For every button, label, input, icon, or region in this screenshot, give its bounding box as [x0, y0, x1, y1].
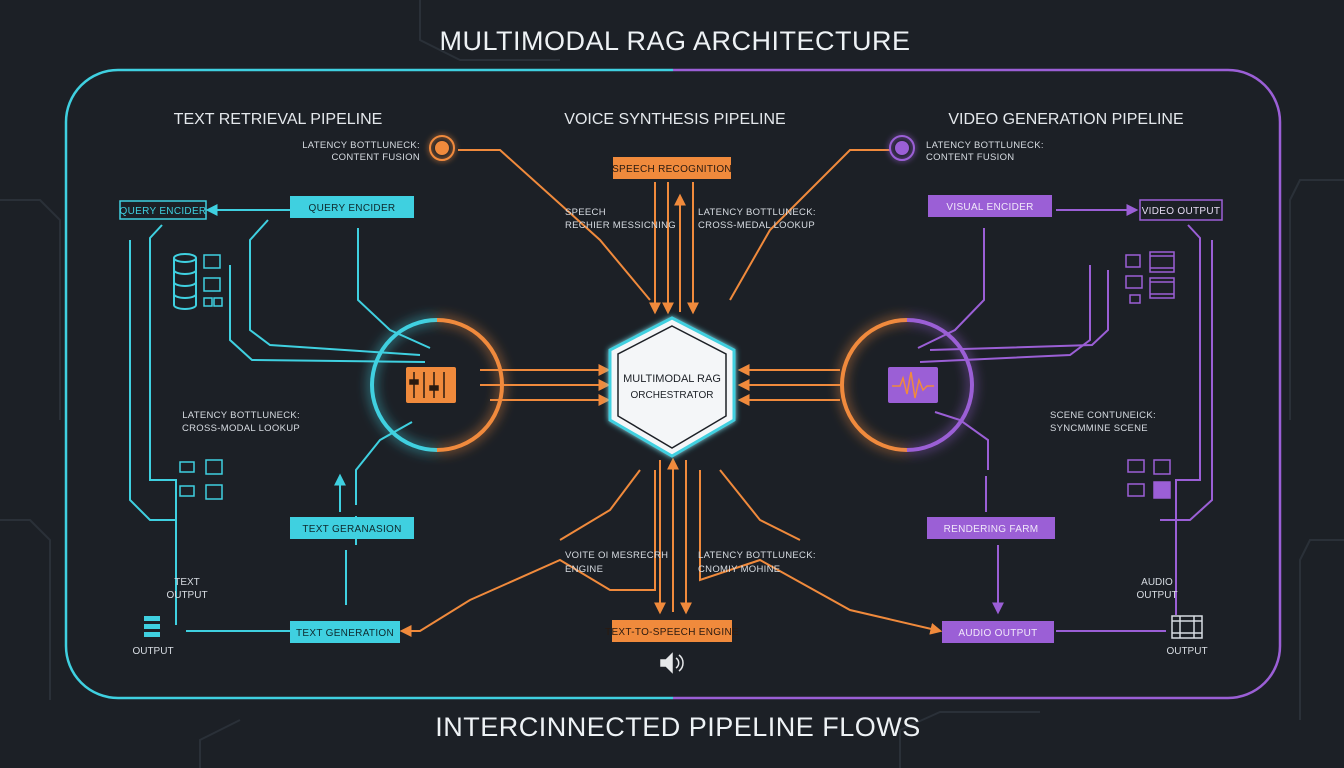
note-tl-1: LATENCY BOTTLUNECK:	[302, 140, 420, 151]
note-tm-1: LATENCY BOTTLUNECK:	[182, 410, 300, 421]
tts-engine-label: TEXT-TO-SPEECH ENGINE	[605, 627, 739, 638]
video-output-label: VIDEO OUTPUT	[1142, 206, 1221, 217]
speech-recognition-box[interactable]: SPEECH RECOGNITION	[612, 157, 732, 179]
orchestrator-label-2: ORCHESTRATOR	[631, 390, 714, 401]
diagram-footer: INTERCINNECTED PIPELINE FLOWS	[435, 712, 921, 742]
content-fusion-node-left	[429, 135, 455, 161]
text-generation-box-2[interactable]: TEXT GENERATION	[290, 621, 400, 643]
note-tm-2: CROSS-MODAL LOOKUP	[182, 423, 300, 434]
visual-encoder-box[interactable]: VISUAL ENCIDER	[928, 195, 1052, 217]
query-encoder-label: QUERY ENCIDER	[309, 203, 396, 214]
output-left-label: OUTPUT	[132, 646, 173, 657]
diagram-title: MULTIMODAL RAG ARCHITECTURE	[439, 26, 910, 56]
note-speech-1: SPEECH	[565, 207, 606, 218]
text-output-label-2: OUTPUT	[166, 590, 207, 601]
orchestrator-node[interactable]: MULTIMODAL RAG ORCHESTRATOR	[608, 316, 736, 458]
outer-frame	[64, 68, 1282, 700]
tts-engine-box[interactable]: TEXT-TO-SPEECH ENGINE	[605, 620, 739, 642]
video-hub	[840, 318, 974, 452]
output-right-label: OUTPUT	[1166, 646, 1207, 657]
video-pipeline-title: VIDEO GENERATION PIPELINE	[948, 111, 1183, 128]
database-icon	[173, 253, 197, 310]
orchestrator-label-1: MULTIMODAL RAG	[623, 373, 721, 385]
visual-encoder-label: VISUAL ENCIDER	[946, 202, 1033, 213]
note-voice-2: ENGINE	[565, 564, 603, 575]
content-fusion-node-right	[889, 135, 915, 161]
video-pipeline-connectors	[917, 204, 1213, 632]
voice-pipeline-title: VOICE SYNTHESIS PIPELINE	[564, 111, 785, 128]
query-encoder-box[interactable]: QUERY ENCIDER	[290, 196, 414, 218]
text-generation-1-label: TEXT GERANASION	[302, 524, 401, 535]
audio-output-label-2: OUTPUT	[1136, 590, 1177, 601]
note-scene-2: SYNCMMINE SCENE	[1050, 423, 1148, 434]
text-pipeline-title: TEXT RETRIEVAL PIPELINE	[174, 111, 383, 128]
text-output-label-1: TEXT	[174, 577, 200, 588]
text-generation-box-1[interactable]: TEXT GERANASION	[290, 517, 414, 539]
note-voice-1: VOITE OI MESRECRH	[565, 550, 668, 561]
audio-output-box[interactable]: AUDIO OUTPUT	[942, 621, 1054, 643]
rendering-farm-label: RENDERING FARM	[944, 524, 1039, 535]
text-generation-2-label: TEXT GENERATION	[296, 628, 394, 639]
annotation-notes: LATENCY BOTTLUNECK: CONTENT FUSION LATEN…	[182, 140, 1156, 575]
text-hub	[370, 318, 504, 452]
film-icon	[1125, 251, 1175, 499]
note-speech-2: RECHIER MESSICNING	[565, 220, 676, 231]
audio-output-label: AUDIO OUTPUT	[958, 628, 1037, 639]
speaker-icon	[660, 652, 684, 674]
speech-recognition-label: SPEECH RECOGNITION	[612, 164, 732, 175]
query-encoder-left-label: QUERY ENCIDER	[120, 206, 207, 217]
note-tr-1: LATENCY BOTTLUNECK:	[926, 140, 1044, 151]
note-cm-2: CNOMIY MOHINE	[698, 564, 780, 575]
text-pipeline-connectors	[129, 204, 431, 632]
note-tl-2: CONTENT FUSION	[332, 152, 420, 163]
note-scene-1: SCENE CONTUNEICK:	[1050, 410, 1156, 421]
note-cm-1: LATENCY BOTTLUNECK:	[698, 550, 816, 561]
film-output-icon	[1171, 615, 1203, 639]
note-vc-1: LATENCY BOTTLUNECK:	[698, 207, 816, 218]
video-output-box[interactable]: VIDEO OUTPUT	[1139, 199, 1223, 221]
note-tr-2: CONTENT FUSION	[926, 152, 1014, 163]
grid-icon	[179, 254, 223, 500]
rendering-farm-box[interactable]: RENDERING FARM	[927, 517, 1055, 539]
note-vc-2: CROSS-MEDAL LOOKUP	[698, 220, 815, 231]
audio-output-label-1: AUDIO	[1141, 577, 1173, 588]
stack-icon	[144, 616, 164, 637]
query-encoder-left-box[interactable]: QUERY ENCIDER	[119, 200, 207, 220]
